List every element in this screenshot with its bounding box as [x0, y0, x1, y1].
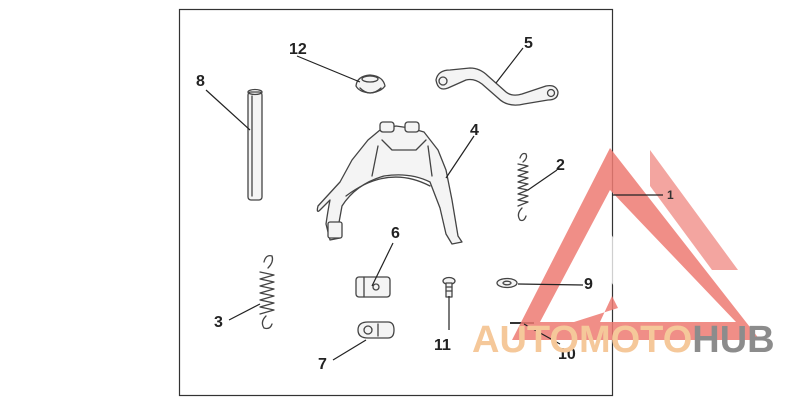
callout-2: 2 — [556, 157, 565, 174]
part-2-spring — [517, 152, 529, 222]
part-6-clip — [355, 276, 391, 298]
part-9-washer — [496, 277, 518, 289]
leader-lines — [205, 47, 663, 361]
triangle-logo-icon — [512, 148, 760, 340]
callout-10: 10 — [558, 346, 576, 363]
watermark-text: AUTOMOTOHUB — [472, 319, 775, 361]
callout-3: 3 — [214, 314, 223, 331]
watermark-text-automoto: AUTOMOTO — [472, 319, 692, 361]
watermark-logo — [512, 148, 760, 340]
callout-8: 8 — [196, 73, 205, 90]
callout-11: 11 — [434, 337, 451, 354]
callout-12: 12 — [289, 41, 307, 58]
callout-1: 1 — [667, 188, 674, 202]
callout-7: 7 — [318, 356, 327, 373]
callout-9: 9 — [584, 276, 593, 293]
watermark-text-hub: HUB — [692, 319, 774, 361]
part-11-bolt — [442, 276, 456, 298]
callout-5: 5 — [524, 35, 533, 52]
callout-4: 4 — [470, 122, 479, 139]
diagram-frame — [178, 8, 614, 397]
part-3-spring — [259, 254, 275, 330]
part-5-bracket — [435, 67, 559, 106]
part-7-pin-holder — [357, 321, 395, 339]
callout-6: 6 — [391, 225, 400, 242]
part-12-grommet — [355, 74, 386, 94]
part-4-main-stand — [316, 121, 463, 245]
part-8-pipe — [247, 88, 263, 201]
